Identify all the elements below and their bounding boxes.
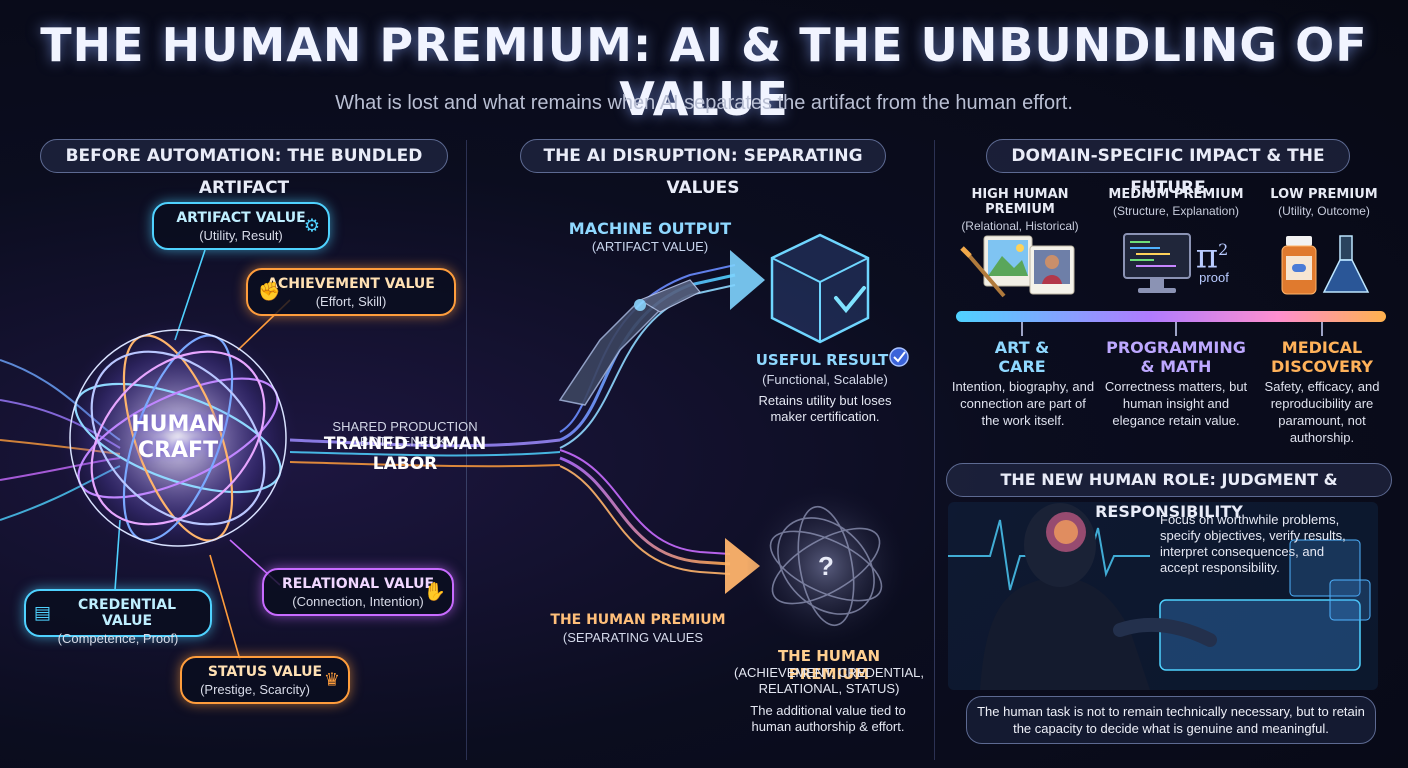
section-divider <box>466 140 467 760</box>
medical-discovery-illustration <box>1281 235 1370 295</box>
machine-output-stream <box>559 264 736 449</box>
handshake-icon: ✋ <box>423 581 446 602</box>
machine-output-arrowhead <box>730 250 765 310</box>
machine-output-title: MACHINE OUTPUT <box>568 219 732 238</box>
crown-icon: ♛ <box>323 669 340 690</box>
domain-medical-discovery: MEDICAL DISCOVERY <box>1270 338 1373 376</box>
bottleneck-label: SHARED PRODUCTION BOTTLENECK: <box>332 419 478 449</box>
tier-high: HIGH HUMAN PREMIUM (Relational, Historic… <box>961 187 1079 233</box>
art-care-illustration <box>960 235 1075 298</box>
new-human-role-desc: Focus on worthwhile problems, specify ob… <box>1160 512 1346 575</box>
human-premium-arrowhead <box>725 538 760 594</box>
human-premium-label: THE HUMAN PREMIUM <box>550 612 726 628</box>
useful-result-sub: (Functional, Scalable) <box>762 372 888 387</box>
section-label-ai-disruption: THE AI DISRUPTION: SEPARATING VALUES <box>520 139 886 198</box>
domain-medical-discovery-desc: Safety, efficacy, and reproducibility ar… <box>1264 379 1380 445</box>
useful-result-desc: Retains utility but loses maker certific… <box>758 393 892 424</box>
spectrum-ticks <box>1021 322 1323 336</box>
programming-math-illustration <box>1123 233 1191 293</box>
useful-result-title: USEFUL RESULT <box>755 351 889 369</box>
human-judgment-illustration <box>948 502 1378 690</box>
machine-output-sub: (ARTIFACT VALUE) <box>591 239 709 254</box>
proof-label: proof <box>1199 270 1229 285</box>
human-premium-sub: (ACHIEVEMENT, CREDENTIAL, RELATIONAL, ST… <box>734 665 924 696</box>
section-divider <box>934 140 935 760</box>
status-value-card: STATUS VALUE (Prestige, Scarcity) ♛ <box>180 656 350 704</box>
domain-programming-math-desc: Correctness matters, but human insight a… <box>1104 379 1248 428</box>
section-label-before-automation: BEFORE AUTOMATION: THE BUNDLED ARTIFACT <box>40 139 448 198</box>
page-title: THE HUMAN PREMIUM: AI & THE UNBUNDLING O… <box>40 18 1368 126</box>
question-mark: ? <box>818 551 834 581</box>
relational-value-card: RELATIONAL VALUE (Connection, Intention)… <box>262 568 454 616</box>
domain-art-care-desc: Intention, biography, and connection are… <box>951 379 1095 428</box>
certificate-icon: ▤ <box>34 602 52 623</box>
check-badge-icon <box>889 347 909 367</box>
pi-symbol: π2 <box>1195 236 1229 277</box>
achievement-value-card: ACHIEVEMENT VALUE (Effort, Skill) ✊ <box>246 268 456 316</box>
human-premium-label-sub: (SEPARATING VALUES <box>562 630 704 645</box>
muscle-icon: ✊ <box>258 281 281 302</box>
new-human-role-title: THE NEW HUMAN ROLE: JUDGMENT & RESPONSIB… <box>946 463 1392 521</box>
bottleneck-value: TRAINED HUMAN LABOR <box>323 434 487 474</box>
page-subtitle: What is lost and what remains when AI se… <box>335 92 1073 114</box>
artifact-value-card: ARTIFACT VALUE (Utility, Result) ⚙ <box>152 202 330 250</box>
domain-art-care: ART & CARE <box>994 338 1050 376</box>
human-premium-stream <box>559 449 731 575</box>
human-premium-sphere <box>746 486 906 646</box>
credential-value-card: CREDENTIAL VALUE (Competence, Proof) ▤ <box>24 589 212 646</box>
robot-arm-illustration <box>558 279 701 406</box>
section-label-domain-impact: DOMAIN-SPECIFIC IMPACT & THE FUTURE <box>986 139 1350 198</box>
useful-result-cube <box>770 233 870 344</box>
conclusion-box: The human task is not to remain technica… <box>966 696 1376 744</box>
premium-spectrum-bar <box>956 311 1386 322</box>
bottleneck-stream <box>289 438 561 468</box>
human-craft-label: HUMAN CRAFT <box>131 412 225 463</box>
human-craft-sphere <box>58 318 298 558</box>
tier-low: LOW PREMIUM (Utility, Outcome) <box>1270 187 1378 218</box>
tier-medium: MEDIUM PREMIUM (Structure, Explanation) <box>1108 187 1244 218</box>
gear-icon: ⚙ <box>303 215 320 236</box>
human-premium-desc: The additional value tied to human autho… <box>750 703 906 734</box>
human-premium-title: THE HUMAN PREMIUM <box>777 647 881 683</box>
domain-programming-math: PROGRAMMING & MATH <box>1106 338 1246 376</box>
